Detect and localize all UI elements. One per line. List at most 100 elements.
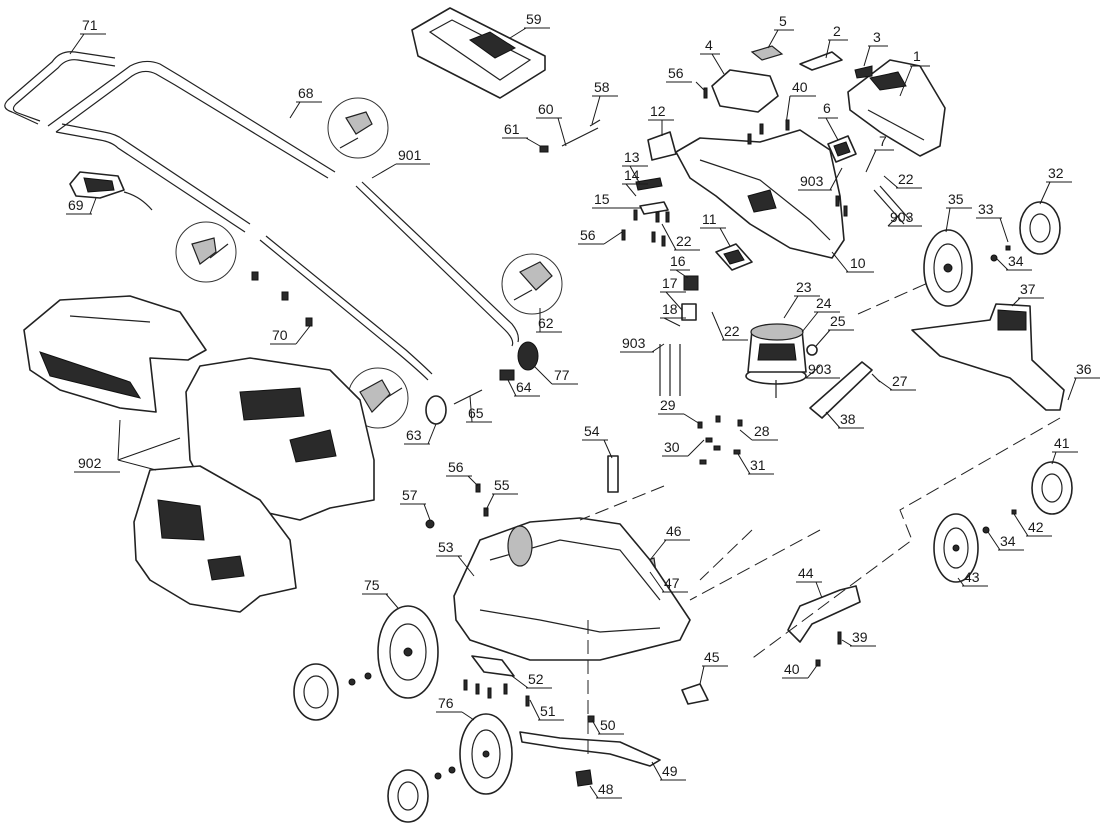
callout-903-c: 903 xyxy=(622,335,646,351)
part-77-knob xyxy=(517,341,539,371)
part-48-blade-nut xyxy=(575,769,593,787)
callout-22-b: 22 xyxy=(676,233,692,249)
part-35-rear-wheel xyxy=(923,229,973,307)
callout-7: 7 xyxy=(879,133,887,149)
callout-11: 11 xyxy=(702,211,717,227)
part-37-rear-bracket xyxy=(911,303,1065,411)
part-54-bracket xyxy=(607,455,619,493)
callout-40-a: 40 xyxy=(792,79,808,95)
callout-12: 12 xyxy=(650,103,666,119)
callout-49: 49 xyxy=(662,763,678,779)
callout-22-a: 22 xyxy=(898,171,914,187)
part-6-switch xyxy=(827,135,857,163)
callout-56-c: 56 xyxy=(448,459,464,475)
callout-50: 50 xyxy=(600,717,616,733)
part-53-deck xyxy=(453,517,691,661)
callout-45: 45 xyxy=(704,649,720,665)
callout-65: 65 xyxy=(468,405,484,421)
part-43-front-wheel xyxy=(933,513,979,583)
part-68-upper-handle xyxy=(47,60,336,233)
callout-22-c: 22 xyxy=(724,323,740,339)
callout-58: 58 xyxy=(594,79,610,95)
callout-77: 77 xyxy=(554,367,570,383)
callout-43: 43 xyxy=(964,569,980,585)
callout-31: 31 xyxy=(750,457,766,473)
part-59-cover-top xyxy=(411,7,546,99)
callout-32: 32 xyxy=(1048,165,1064,181)
callout-35: 35 xyxy=(948,191,964,207)
part-902-catcher-top xyxy=(185,357,375,521)
callout-4: 4 xyxy=(705,37,713,53)
callout-44: 44 xyxy=(798,565,814,581)
part-64-spring xyxy=(499,369,515,381)
callout-25: 25 xyxy=(830,313,846,329)
callout-10: 10 xyxy=(850,255,866,271)
callout-42: 42 xyxy=(1028,519,1044,535)
part-17-sensor xyxy=(681,303,697,321)
callout-30: 30 xyxy=(664,439,680,455)
callout-59: 59 xyxy=(526,11,542,27)
callout-56-a: 56 xyxy=(668,65,684,81)
callout-37: 37 xyxy=(1020,281,1036,297)
part-24-motor xyxy=(745,323,807,398)
callout-76: 76 xyxy=(438,695,454,711)
callout-40-b: 40 xyxy=(784,661,800,677)
callout-34-a: 34 xyxy=(1008,253,1024,269)
callout-46: 46 xyxy=(666,523,682,539)
callout-64: 64 xyxy=(516,379,532,395)
assembly-axis-lines xyxy=(579,281,1061,760)
callout-39: 39 xyxy=(852,629,868,645)
part-16-capacitor xyxy=(683,275,699,291)
callout-53: 53 xyxy=(438,539,454,555)
callout-18: 18 xyxy=(662,301,678,317)
callout-41: 41 xyxy=(1054,435,1070,451)
callout-17: 17 xyxy=(662,275,678,291)
callout-902: 902 xyxy=(78,455,102,471)
part-49-blade xyxy=(519,731,661,767)
callout-48: 48 xyxy=(598,781,614,797)
part-75-wheel xyxy=(377,605,439,699)
callout-38: 38 xyxy=(840,411,856,427)
part-2-clip xyxy=(799,51,843,71)
part-5-cap xyxy=(750,45,784,61)
part-69-switch-box xyxy=(69,171,153,211)
callout-903-d: 903 xyxy=(808,361,832,377)
part-15-plate xyxy=(639,201,669,215)
callout-47: 47 xyxy=(664,575,680,591)
callout-55: 55 xyxy=(494,477,510,493)
callout-14: 14 xyxy=(624,167,640,183)
callout-70: 70 xyxy=(272,327,288,343)
part-25-washer xyxy=(806,344,818,356)
fasteners xyxy=(251,87,1017,780)
callout-1: 1 xyxy=(913,48,921,64)
part-41-hub-cap xyxy=(1031,461,1073,515)
callouts: 1 2 3 4 5 6 7 10 11 12 13 14 15 xyxy=(66,11,1100,799)
callout-16: 16 xyxy=(670,253,686,269)
callout-23: 23 xyxy=(796,279,812,295)
callout-54: 54 xyxy=(584,423,600,439)
part-hub-cap-left-upper xyxy=(293,663,339,721)
callout-36: 36 xyxy=(1076,361,1092,377)
part-901-lower-handle xyxy=(259,181,519,381)
callout-5: 5 xyxy=(779,13,787,29)
callout-56-b: 56 xyxy=(580,227,596,243)
callout-903-a: 903 xyxy=(800,173,824,189)
part-32-hub-cap xyxy=(1019,201,1061,255)
callout-2: 2 xyxy=(833,23,841,39)
callout-51: 51 xyxy=(540,703,556,719)
part-44-front-axle xyxy=(787,585,861,643)
part-52-plate xyxy=(471,655,515,677)
part-3-clip xyxy=(854,65,873,79)
callout-34-b: 34 xyxy=(1000,533,1016,549)
callout-60: 60 xyxy=(538,101,554,117)
callout-901: 901 xyxy=(398,147,422,163)
callout-68: 68 xyxy=(298,85,314,101)
callout-6: 6 xyxy=(823,100,831,116)
callout-62: 62 xyxy=(538,315,554,331)
part-45-clip xyxy=(681,683,709,705)
part-10-motor-housing xyxy=(675,129,845,259)
callout-33: 33 xyxy=(978,201,994,217)
part-4-housing xyxy=(711,69,779,113)
callout-29: 29 xyxy=(660,397,676,413)
